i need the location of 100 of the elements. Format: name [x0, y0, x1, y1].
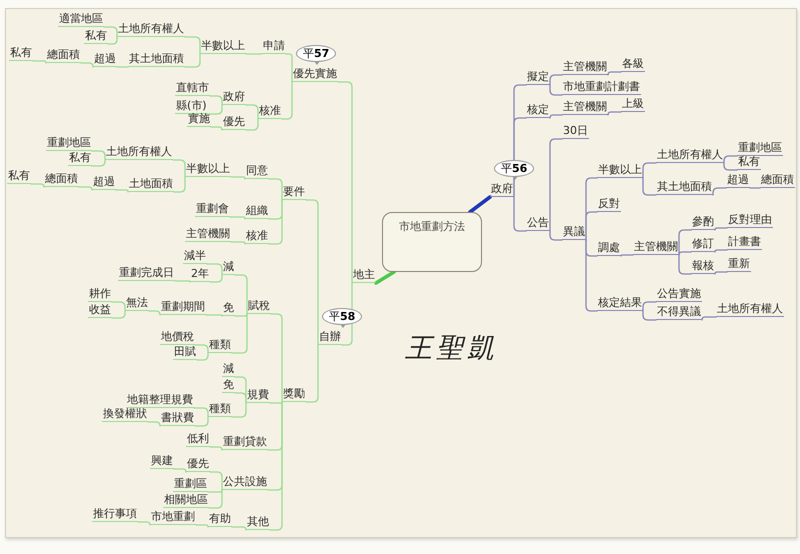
branch-topic: 修訂 [691, 237, 715, 252]
branch-line [195, 524, 209, 528]
branch-topic: 重劃貸款 [222, 435, 268, 450]
branch-topic: 換發權狀 [102, 407, 148, 422]
branch-line [642, 162, 657, 179]
branch-topic: 公共設施 [222, 475, 268, 490]
branch-topic: 種類 [208, 338, 232, 353]
branch-line [193, 407, 209, 418]
branch-line [91, 159, 106, 167]
branch-topic: 政府 [490, 182, 514, 197]
branch-topic: 上級 [621, 97, 645, 112]
branch-topic: 規費 [246, 388, 270, 403]
branch-line [642, 310, 657, 321]
branch-topic: 優先實施 [292, 67, 338, 82]
branch-line [103, 26, 118, 38]
branch-topic: 土地面積 [128, 177, 174, 192]
branch-topic: 田賦 [173, 345, 197, 360]
branch-topic: 直轄市 [175, 81, 210, 96]
branch-line [209, 95, 223, 106]
branch-line [78, 186, 93, 191]
branch-topic: 收益 [88, 303, 112, 318]
branch-line [194, 416, 209, 427]
branch-line [207, 489, 223, 493]
branch-line [723, 162, 738, 171]
branch-topic: 半數以上 [200, 39, 246, 54]
branch-line [209, 274, 223, 283]
branch-topic: 相關地區 [163, 493, 209, 508]
branch-line [184, 36, 201, 55]
branch-topic: 不得異議 [656, 305, 702, 320]
branch-line [714, 227, 728, 231]
branch-topic: 同意 [245, 164, 269, 179]
branch-topic: 減 [222, 362, 235, 377]
branch-line [585, 211, 598, 241]
branch-topic: 政府 [222, 90, 246, 105]
branch-line [678, 254, 692, 275]
branch-line [678, 251, 692, 256]
branch-topic: 免 [222, 301, 235, 316]
branch-topic: 私有 [68, 151, 92, 166]
branch-topic: 減 [222, 260, 235, 275]
branch-topic: 30日 [562, 124, 589, 139]
branch-line [642, 301, 657, 312]
branch-line [607, 71, 622, 76]
branch-line [206, 104, 223, 115]
branch-topic: 超過 [93, 52, 117, 67]
branch-line [549, 230, 563, 241]
branch-topic: 私有 [737, 155, 761, 170]
branch-topic: 要件 [282, 185, 306, 200]
branch-line [205, 314, 223, 317]
branch-line [285, 53, 293, 83]
branch-topic: 土地所有權人 [117, 22, 185, 37]
branch-topic: 核准 [245, 229, 269, 244]
handwritten-signature: 王聖凱 [405, 332, 498, 366]
branch-topic: 優先 [186, 457, 210, 472]
branch-topic: 減半 [183, 249, 207, 264]
branch-line [229, 216, 246, 220]
branch-topic: 主管機關 [562, 100, 608, 115]
branch-line [209, 446, 223, 451]
branch-line [701, 316, 717, 321]
branch-topic: 有助 [208, 512, 232, 527]
branch-line [116, 66, 129, 68]
branch-topic: 種類 [208, 402, 232, 417]
branch-line [210, 126, 223, 131]
branch-topic: 半數以上 [597, 163, 643, 178]
branch-topic: 其土地面積 [656, 180, 713, 195]
branch-line [678, 229, 692, 256]
branch-topic: 縣(市) [175, 99, 208, 114]
branch-topic: 地價稅 [160, 330, 195, 345]
branch-topic: 優先 [222, 115, 246, 130]
branch-line [184, 53, 201, 68]
branch-line [642, 177, 657, 196]
branch-topic: 調處 [597, 241, 621, 256]
branch-line [723, 155, 738, 164]
branch-line [231, 402, 247, 418]
branch-line [607, 111, 622, 116]
branch-line [549, 84, 563, 96]
branch-line [230, 176, 246, 180]
branch-line [115, 189, 129, 193]
branch-topic: 重劃地區 [46, 136, 92, 151]
branch-topic: 核定 [526, 103, 550, 118]
branch-topic: 組織 [245, 204, 269, 219]
branch-line [234, 392, 247, 404]
branch-topic: 反對 [597, 197, 621, 212]
branch-topic: 自辦 [318, 330, 342, 345]
branch-line [32, 60, 47, 64]
branch-topic: 異議 [562, 225, 586, 240]
branch-topic: 擬定 [526, 70, 550, 85]
branch-line [174, 280, 191, 283]
branch-topic: 耕作 [88, 287, 112, 302]
branch-line [620, 254, 634, 257]
branch-line [173, 176, 186, 193]
branch-topic: 適當地區 [58, 12, 104, 27]
branch-topic: 公告 [526, 216, 550, 231]
branch-line [137, 521, 151, 526]
branch-line [91, 150, 106, 161]
branch-line [196, 352, 209, 361]
branch-line [245, 104, 259, 120]
branch-line [111, 310, 126, 319]
branch-topic: 核准 [258, 104, 282, 119]
branch-line [269, 401, 283, 404]
branch-topic: 市地重劃 [150, 510, 196, 525]
